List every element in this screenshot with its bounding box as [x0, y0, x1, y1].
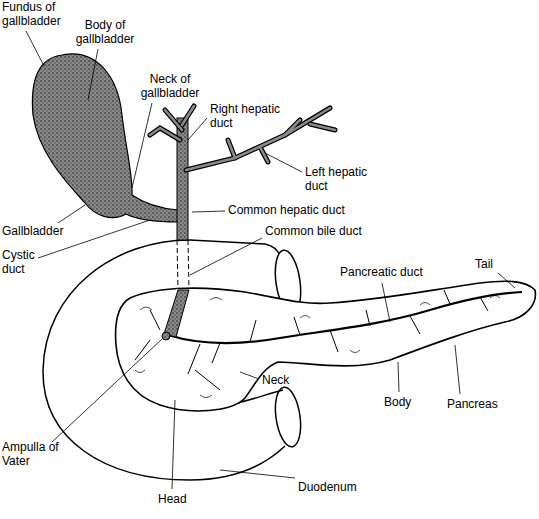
part-label: Duodenum — [298, 480, 388, 494]
part-label: Pancreas — [447, 397, 527, 411]
part-label: Cystic duct — [2, 248, 44, 276]
ampulla — [162, 332, 170, 340]
part-label: Neck — [262, 373, 312, 387]
part-label: Body of gallbladder — [70, 18, 140, 46]
bile-duct-hidden — [177, 240, 189, 290]
pancreatic-duct — [168, 292, 522, 343]
pancreas-outline — [116, 281, 536, 411]
part-label: Right hepatic duct — [210, 102, 292, 130]
part-label: Head — [158, 492, 208, 506]
part-label: Gallbladder — [2, 224, 92, 238]
duct-branches — [135, 290, 488, 390]
part-label: Common bile duct — [265, 224, 395, 238]
part-label: Common hepatic duct — [228, 203, 368, 217]
part-label: Left hepatic duct — [305, 165, 380, 193]
pancreas-lobules — [135, 296, 500, 398]
bile-duct — [164, 290, 189, 337]
part-label: Ampulla of Vater — [2, 440, 66, 468]
part-label: Tail — [475, 257, 525, 271]
part-label: Fundus of gallbladder — [2, 0, 72, 28]
part-label: Neck of gallbladder — [135, 72, 205, 100]
leader-lines — [26, 31, 515, 489]
part-label: Pancreatic duct — [340, 265, 450, 279]
part-label: Body — [384, 395, 434, 409]
